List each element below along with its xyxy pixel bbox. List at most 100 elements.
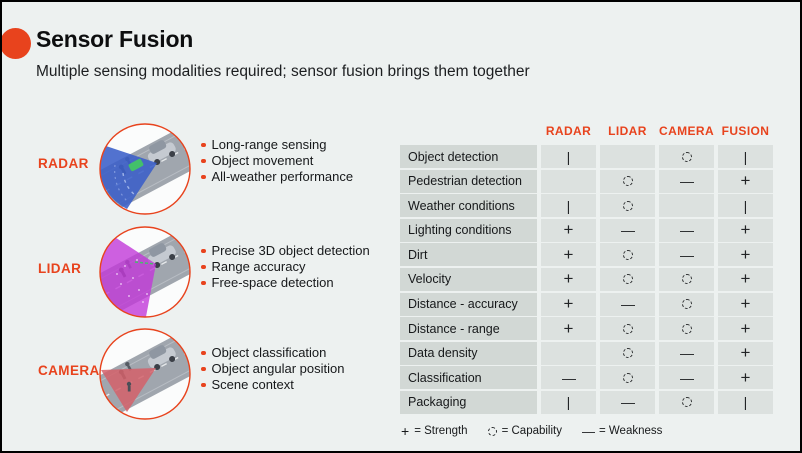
- rating-cell: [659, 390, 714, 414]
- rating-cell: [659, 317, 714, 341]
- rating-cell: +: [718, 341, 773, 365]
- radar-bullet-list: Long-range sensing Object movement All-w…: [201, 137, 354, 186]
- row-label: Object detection: [400, 145, 537, 168]
- capability-circle-icon: [622, 323, 633, 334]
- rating-cell: —: [659, 218, 714, 242]
- capability-circle-icon: [622, 176, 633, 187]
- capability-circle-icon: [681, 299, 692, 310]
- legend-label: = Strength: [414, 425, 468, 437]
- plus-symbol: +: [563, 318, 574, 338]
- dash-symbol: —: [562, 369, 576, 386]
- row-label: Classification: [400, 366, 537, 390]
- rating-cell: +: [541, 317, 596, 341]
- rating-cell: [600, 267, 655, 291]
- table-row: Data density—+: [400, 341, 773, 365]
- rating-cell: [600, 145, 655, 168]
- comparison-table-header: RADAR LIDAR CAMERA FUSION: [400, 124, 773, 138]
- row-label: Packaging: [400, 390, 537, 414]
- table-row: Velocity + +: [400, 267, 773, 291]
- list-item: Object movement: [201, 153, 353, 169]
- rating-cell: [659, 145, 714, 168]
- plus-symbol: +: [401, 423, 410, 439]
- bar-symbol: |: [566, 148, 571, 165]
- row-label: Weather conditions: [400, 194, 537, 218]
- list-item: Long-range sensing: [201, 137, 353, 153]
- legend-label: = Weakness: [599, 425, 663, 437]
- list-item: Object angular position: [201, 361, 345, 377]
- plus-symbol: +: [740, 269, 751, 289]
- page-title: Sensor Fusion: [36, 26, 194, 52]
- column-header-camera: CAMERA: [659, 124, 715, 138]
- plus-symbol: +: [740, 343, 751, 363]
- table-row: Packaging | — |: [400, 390, 773, 414]
- rating-cell: |: [541, 390, 596, 414]
- list-item: All-weather performance: [201, 169, 354, 185]
- dash-symbol: —: [680, 222, 694, 239]
- table-row: Classification——+: [400, 366, 773, 390]
- bar-symbol: |: [743, 197, 748, 214]
- row-label: Pedestrian detection: [400, 169, 537, 193]
- rating-cell: |: [718, 390, 773, 414]
- rating-cell: +: [541, 243, 596, 267]
- rating-cell: —: [659, 341, 714, 365]
- plus-symbol: +: [563, 220, 574, 240]
- camera-bullet-list: Object classification Object angular pos…: [201, 345, 345, 394]
- rating-cell: [600, 169, 655, 193]
- rating-cell: +: [718, 243, 773, 267]
- row-label: Velocity: [400, 267, 537, 291]
- capability-circle-icon: [681, 151, 692, 162]
- radar-illustration-icon: [99, 123, 191, 215]
- column-header-radar: RADAR: [545, 124, 592, 138]
- rating-cell: +: [718, 317, 773, 341]
- bar-symbol: |: [566, 394, 571, 411]
- column-header-fusion: FUSION: [721, 124, 770, 138]
- rating-cell: |: [541, 145, 596, 168]
- row-label: Lighting conditions: [400, 218, 537, 242]
- rating-cell: |: [541, 194, 596, 218]
- plus-symbol: +: [740, 220, 751, 240]
- table-row: Distance - accuracy + — +: [400, 292, 773, 316]
- legend-label: = Capability: [501, 425, 562, 437]
- bar-symbol: |: [743, 394, 748, 411]
- rating-cell: —: [541, 366, 596, 390]
- rating-cell: [541, 341, 596, 365]
- rating-cell: —: [600, 292, 655, 316]
- row-label: Distance - accuracy: [400, 292, 537, 316]
- rating-cell: [600, 366, 655, 390]
- table-row: Distance - range++: [400, 317, 773, 341]
- list-item: Scene context: [201, 377, 344, 393]
- table-row: Lighting conditions + — — +: [400, 218, 773, 242]
- plus-symbol: +: [563, 269, 574, 289]
- list-item: Precise 3D object detection: [201, 243, 370, 259]
- capability-circle-icon: [622, 372, 633, 383]
- list-item: Free-space detection: [201, 275, 370, 291]
- dash-symbol: —: [621, 222, 635, 239]
- comparison-table-body: Object detection||Pedestrian detection—+…: [400, 145, 773, 414]
- capability-circle-icon: [622, 274, 633, 285]
- rating-cell: +: [718, 366, 773, 390]
- rating-cell: [600, 317, 655, 341]
- rating-cell: +: [718, 218, 773, 242]
- list-item: Range accuracy: [201, 259, 370, 275]
- rating-cell: |: [718, 194, 773, 218]
- plus-symbol: +: [740, 318, 751, 338]
- dash-symbol: —: [582, 423, 595, 439]
- rating-cell: [659, 194, 714, 218]
- legend-item: — = Weakness: [582, 424, 662, 439]
- rating-cell: +: [718, 267, 773, 291]
- lidar-bullet-list: Precise 3D object detection Range accura…: [201, 243, 370, 292]
- legend-item: + = Strength: [401, 423, 468, 439]
- dash-symbol: —: [621, 296, 635, 313]
- plus-symbol: +: [740, 244, 751, 264]
- plus-symbol: +: [740, 294, 751, 314]
- column-header-lidar: LIDAR: [608, 124, 647, 138]
- capability-circle-icon: [622, 348, 633, 359]
- rating-cell: +: [541, 267, 596, 291]
- list-item: Object classification: [201, 345, 344, 361]
- dash-symbol: —: [621, 394, 635, 411]
- plus-symbol: +: [563, 294, 574, 314]
- rating-cell: |: [718, 145, 773, 168]
- bar-symbol: |: [743, 148, 748, 165]
- table-row: Object detection | |: [400, 145, 773, 168]
